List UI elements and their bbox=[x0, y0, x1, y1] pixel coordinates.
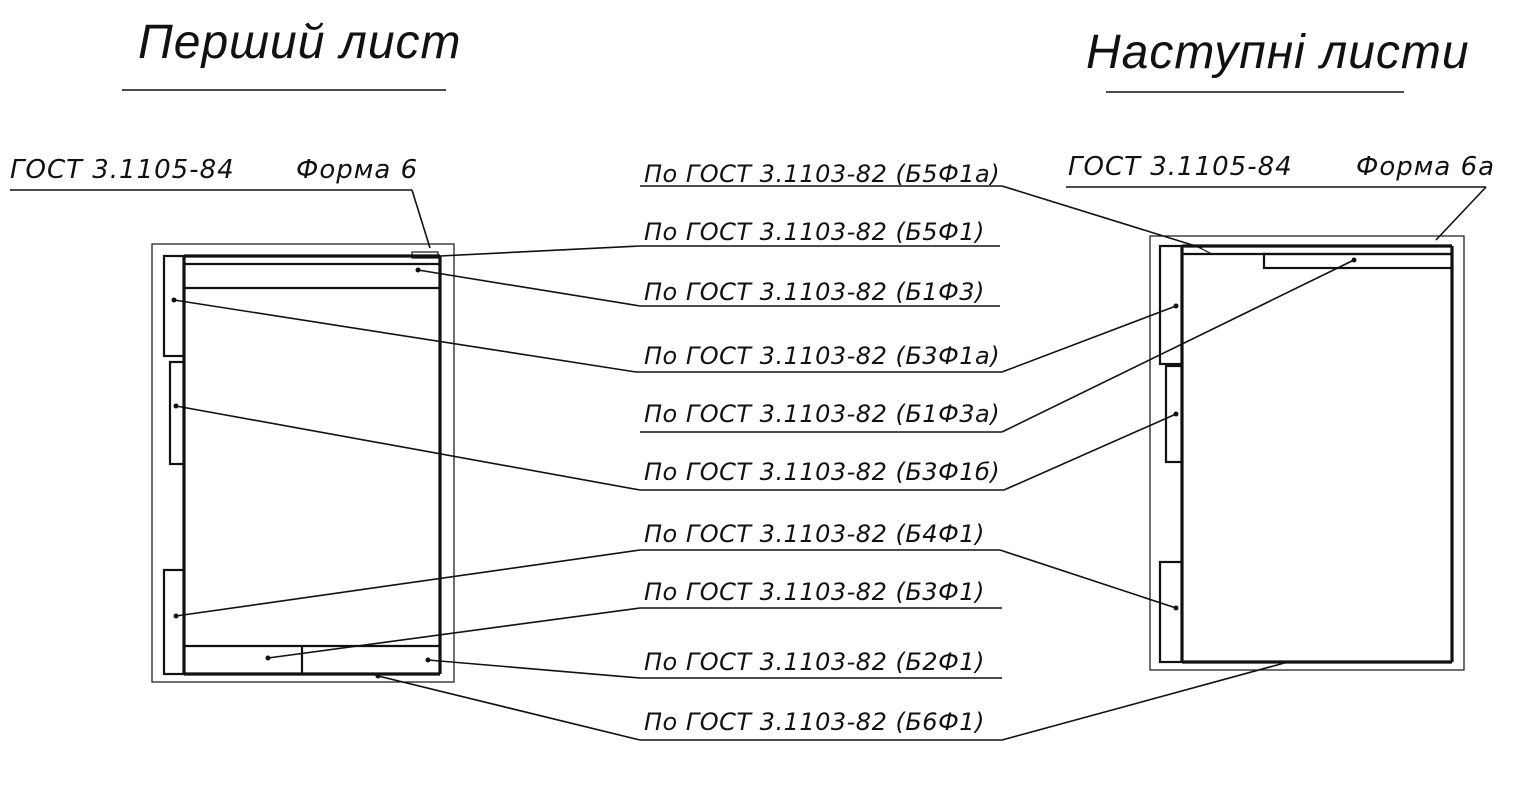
next-sheet-outer bbox=[1149, 235, 1465, 671]
left-gost-header: ГОСТ 3.1105-84 bbox=[10, 155, 235, 185]
label-b5f1: По ГОСТ 3.1103-82 (Б5Ф1) bbox=[644, 218, 985, 246]
label-b4f1: По ГОСТ 3.1103-82 (Б4Ф1) bbox=[644, 520, 985, 548]
label-b1f3a: По ГОСТ 3.1103-82 (Б1Ф3а) bbox=[644, 400, 1000, 428]
label-b5f1a: По ГОСТ 3.1103-82 (Б5Ф1а) bbox=[644, 160, 1000, 188]
next-sheet-form bbox=[1149, 235, 1465, 671]
right-form-header: Форма 6а bbox=[1356, 152, 1495, 182]
label-column: По ГОСТ 3.1103-82 (Б5Ф1а) По ГОСТ 3.1103… bbox=[636, 160, 1004, 741]
title-next-sheets: Наступні листи bbox=[1086, 26, 1470, 79]
left-form-header: Форма 6 bbox=[296, 155, 418, 185]
label-b1f3: По ГОСТ 3.1103-82 (Б1Ф3) bbox=[644, 278, 985, 306]
title-first-sheet: Перший лист bbox=[138, 16, 462, 69]
right-gost-header: ГОСТ 3.1105-84 bbox=[1068, 152, 1293, 182]
right-leaders bbox=[999, 185, 1357, 741]
label-b2f1: По ГОСТ 3.1103-82 (Б2Ф1) bbox=[644, 648, 985, 676]
left-leaders bbox=[171, 245, 641, 741]
first-sheet-outer bbox=[151, 243, 455, 683]
label-b6f1: По ГОСТ 3.1103-82 (Б6Ф1) bbox=[644, 708, 985, 736]
label-b3f1: По ГОСТ 3.1103-82 (Б3Ф1) bbox=[644, 578, 985, 606]
right-form-leader bbox=[1435, 186, 1487, 241]
first-sheet-form bbox=[151, 243, 455, 683]
label-b3f1b: По ГОСТ 3.1103-82 (Б3Ф1б) bbox=[644, 458, 1000, 486]
label-b3f1a: По ГОСТ 3.1103-82 (Б3Ф1а) bbox=[644, 342, 1000, 370]
left-form-leader bbox=[411, 189, 431, 249]
